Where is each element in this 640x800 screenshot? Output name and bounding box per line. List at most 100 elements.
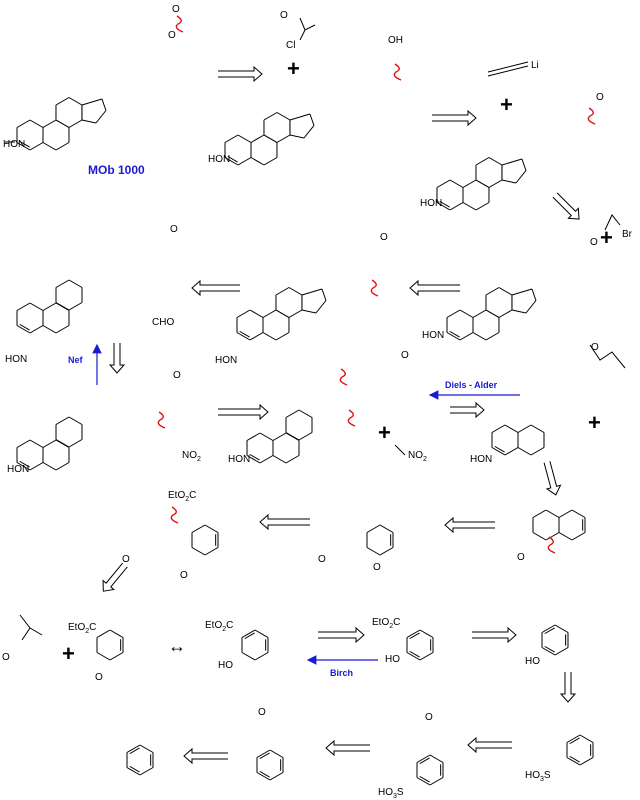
mob1000-ring-a-bond (16, 119, 31, 128)
sulfo-acetophenone-double-bond (419, 757, 430, 765)
vinylphenol-bond (541, 624, 556, 633)
diene-ring-a-bond (504, 424, 519, 433)
sulfo-acetophenone-bond (416, 777, 431, 786)
steroid-ketone-2-ring-c-bond (498, 287, 513, 296)
label-hon-5: HON (215, 355, 237, 366)
reaction-label-birch: Birch (306, 655, 378, 678)
acetophenone-bond (269, 772, 284, 781)
ethynyl-steroid-ring-a-bond (237, 157, 252, 166)
steroid-enone-ring-a-bond (236, 332, 251, 341)
acetophenone-double-bond (259, 752, 270, 760)
label-oh: OH (388, 35, 403, 46)
diene-ring-a-double-bond (494, 445, 505, 453)
nitro-ring-b-bond (42, 439, 57, 448)
retro-arrow-11 (259, 513, 310, 531)
cut-nitro (157, 411, 166, 429)
steroid-enone-ring-a-double-bond (239, 330, 250, 338)
nitro-ring-a-bond (16, 439, 31, 448)
da-ring-a-bond (259, 432, 274, 441)
steroid-ketone-2-ring-d-bond (511, 288, 533, 296)
sulfo-styrene-bond (566, 734, 581, 743)
cyclohexenone-2-bond (379, 524, 394, 533)
steroid-ketone-2-ring-d-bond (511, 309, 527, 314)
diene-ring-b-bond (530, 447, 545, 456)
plus-sign-6: + (62, 641, 75, 666)
ethynyl-steroid-ring-d-bond (309, 113, 315, 126)
label-o-13: O (318, 554, 326, 565)
ethynyl-steroid-ring-b-bond (250, 134, 265, 143)
steroid-ketone-2-ring-d-bond (525, 300, 537, 314)
benzene-bond (126, 744, 141, 753)
ethynyl-steroid-ring-a-bond (237, 134, 252, 143)
mob1000-ring-b-bond (55, 142, 70, 151)
ketone-steroid-ring-b-bond (462, 179, 477, 188)
retro-arrow-15 (559, 672, 577, 703)
seco-ring-c-bond (55, 279, 70, 288)
label-o-14: O (373, 562, 381, 573)
ethynyl-steroid-ring-c-bond (276, 112, 291, 121)
sulfo-acetophenone-bond (429, 777, 444, 786)
nitro-ring-c-bond (55, 416, 70, 425)
diene-ring-b-bond (517, 447, 532, 456)
retro-arrow-8 (450, 401, 485, 419)
plus-sign-4: + (378, 420, 391, 445)
benzene-bond (139, 767, 154, 776)
phenol-ester-bond (406, 629, 421, 638)
ethynyl-steroid-ring-d-bond (289, 134, 305, 139)
diene-ring-a-bond (491, 424, 506, 433)
seco-ring-a-bond (29, 302, 44, 311)
label-o-12: O (180, 570, 188, 581)
diene-ring-a-bond (491, 447, 506, 456)
benzene-double-bond (129, 765, 140, 773)
seco-ring-c-bond (68, 302, 83, 311)
steroid-ketone-2-ring-a-bond (446, 332, 461, 341)
sulfo-acetophenone-double-bond (419, 775, 430, 783)
label-li: Li (531, 60, 539, 71)
label-eto2c-2: EtO2C (68, 622, 96, 635)
cut-ester (175, 15, 184, 33)
retro-arrow-3 (552, 192, 580, 220)
ketone-steroid-ring-b-bond (475, 202, 490, 211)
enone-ester-bond (96, 652, 111, 661)
seco-ring-a-bond (29, 325, 44, 334)
seco-ring-b-bond (42, 302, 57, 311)
label-o-8: O (173, 370, 181, 381)
nef-label: Nef (68, 355, 84, 365)
da-ring-a-bond (246, 455, 261, 464)
ketone-steroid-ring-a-bond (449, 202, 464, 211)
da-ring-a-bond (259, 455, 274, 464)
nitro-ring-c-bond (55, 439, 70, 448)
label-eto2c-4: EtO2C (372, 617, 400, 630)
label-br: Br (622, 229, 633, 240)
label-o-7: O (170, 224, 178, 235)
label-hon-2: HON (208, 154, 230, 165)
retro-arrow-18 (183, 747, 228, 765)
label-ho-3: HO (525, 656, 540, 667)
steroid-ketone-2-ring-c-bond (498, 309, 513, 318)
vinylphenol-bond (541, 647, 556, 656)
cut-robinson (547, 536, 556, 554)
label-no2-1: NO2 (182, 450, 201, 463)
seco-ring-a-double-bond (19, 323, 30, 331)
steroid-ketone-2-ring-d-bond (531, 288, 537, 301)
nitro-ring-b-bond (55, 462, 70, 471)
phenol-ester-bond (419, 629, 434, 638)
label-o-2: O (280, 10, 288, 21)
phenol-ester-bond (419, 652, 434, 661)
ketone-steroid-ring-c-bond (488, 157, 503, 166)
dienol-ester-bond (241, 652, 256, 661)
mob1000-ring-c-bond (68, 119, 83, 128)
decalone-ring-b-bond (558, 509, 573, 518)
da-ring-c-bond (285, 432, 300, 441)
retro-arrow-13 (318, 626, 365, 644)
benzene-bond (139, 744, 154, 753)
decalone-ring-a-bond (545, 532, 560, 541)
cut-michael (170, 506, 179, 524)
retro-arrow-5 (191, 279, 240, 297)
nitromethane (394, 444, 406, 456)
label-ho3s-2: HO3S (378, 787, 404, 800)
ketone-steroid-ring-d-bond (515, 170, 527, 184)
mob1000-ring-c-bond (55, 119, 70, 128)
da-ring-b-bond (285, 455, 300, 464)
ethynyl-steroid-ring-c-bond (263, 112, 278, 121)
